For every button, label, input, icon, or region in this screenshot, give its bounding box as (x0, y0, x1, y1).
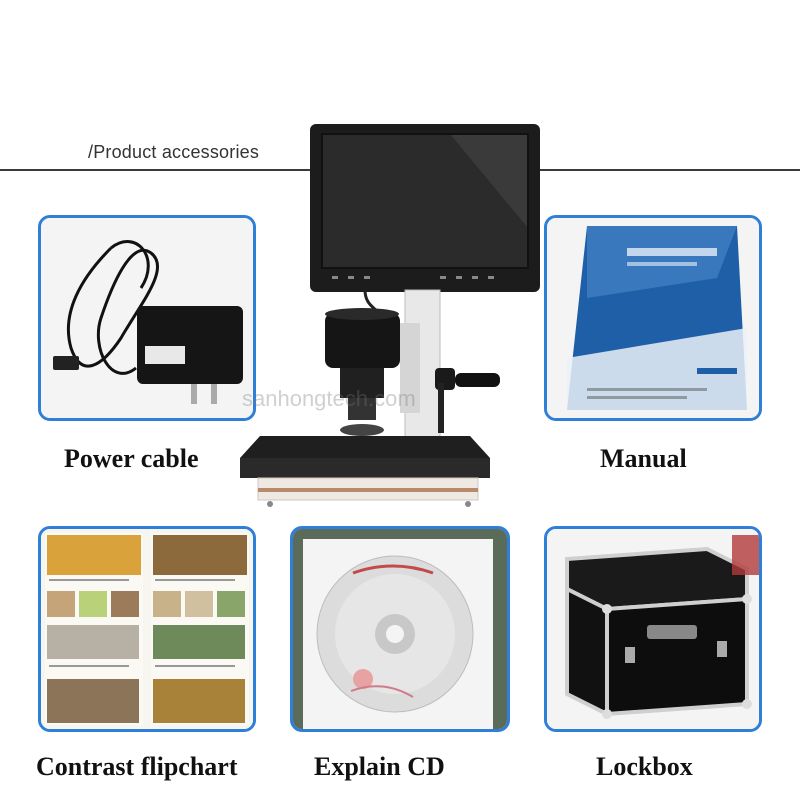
power-cable-card (38, 215, 256, 421)
explain-cd-label: Explain CD (314, 752, 445, 781)
power-cable-label: Power cable (64, 444, 199, 473)
manual-card (544, 215, 762, 421)
manual-label: Manual (600, 444, 687, 473)
lockbox-image (547, 529, 759, 729)
watermark-text: sanhongtech.com (242, 386, 416, 411)
contrast-flipchart-card (38, 526, 256, 732)
explain-cd-card (290, 526, 510, 732)
contrast-flipchart-label: Contrast flipchart (36, 752, 238, 781)
manual-image (547, 218, 759, 418)
contrast-flipchart-image (41, 529, 253, 729)
lockbox-card (544, 526, 762, 732)
lockbox-label: Lockbox (596, 752, 693, 781)
microscope-monitor-image (240, 118, 560, 518)
explain-cd-image (293, 529, 507, 729)
section-title: /Product accessories (88, 142, 260, 162)
power-cable-image (41, 218, 253, 418)
